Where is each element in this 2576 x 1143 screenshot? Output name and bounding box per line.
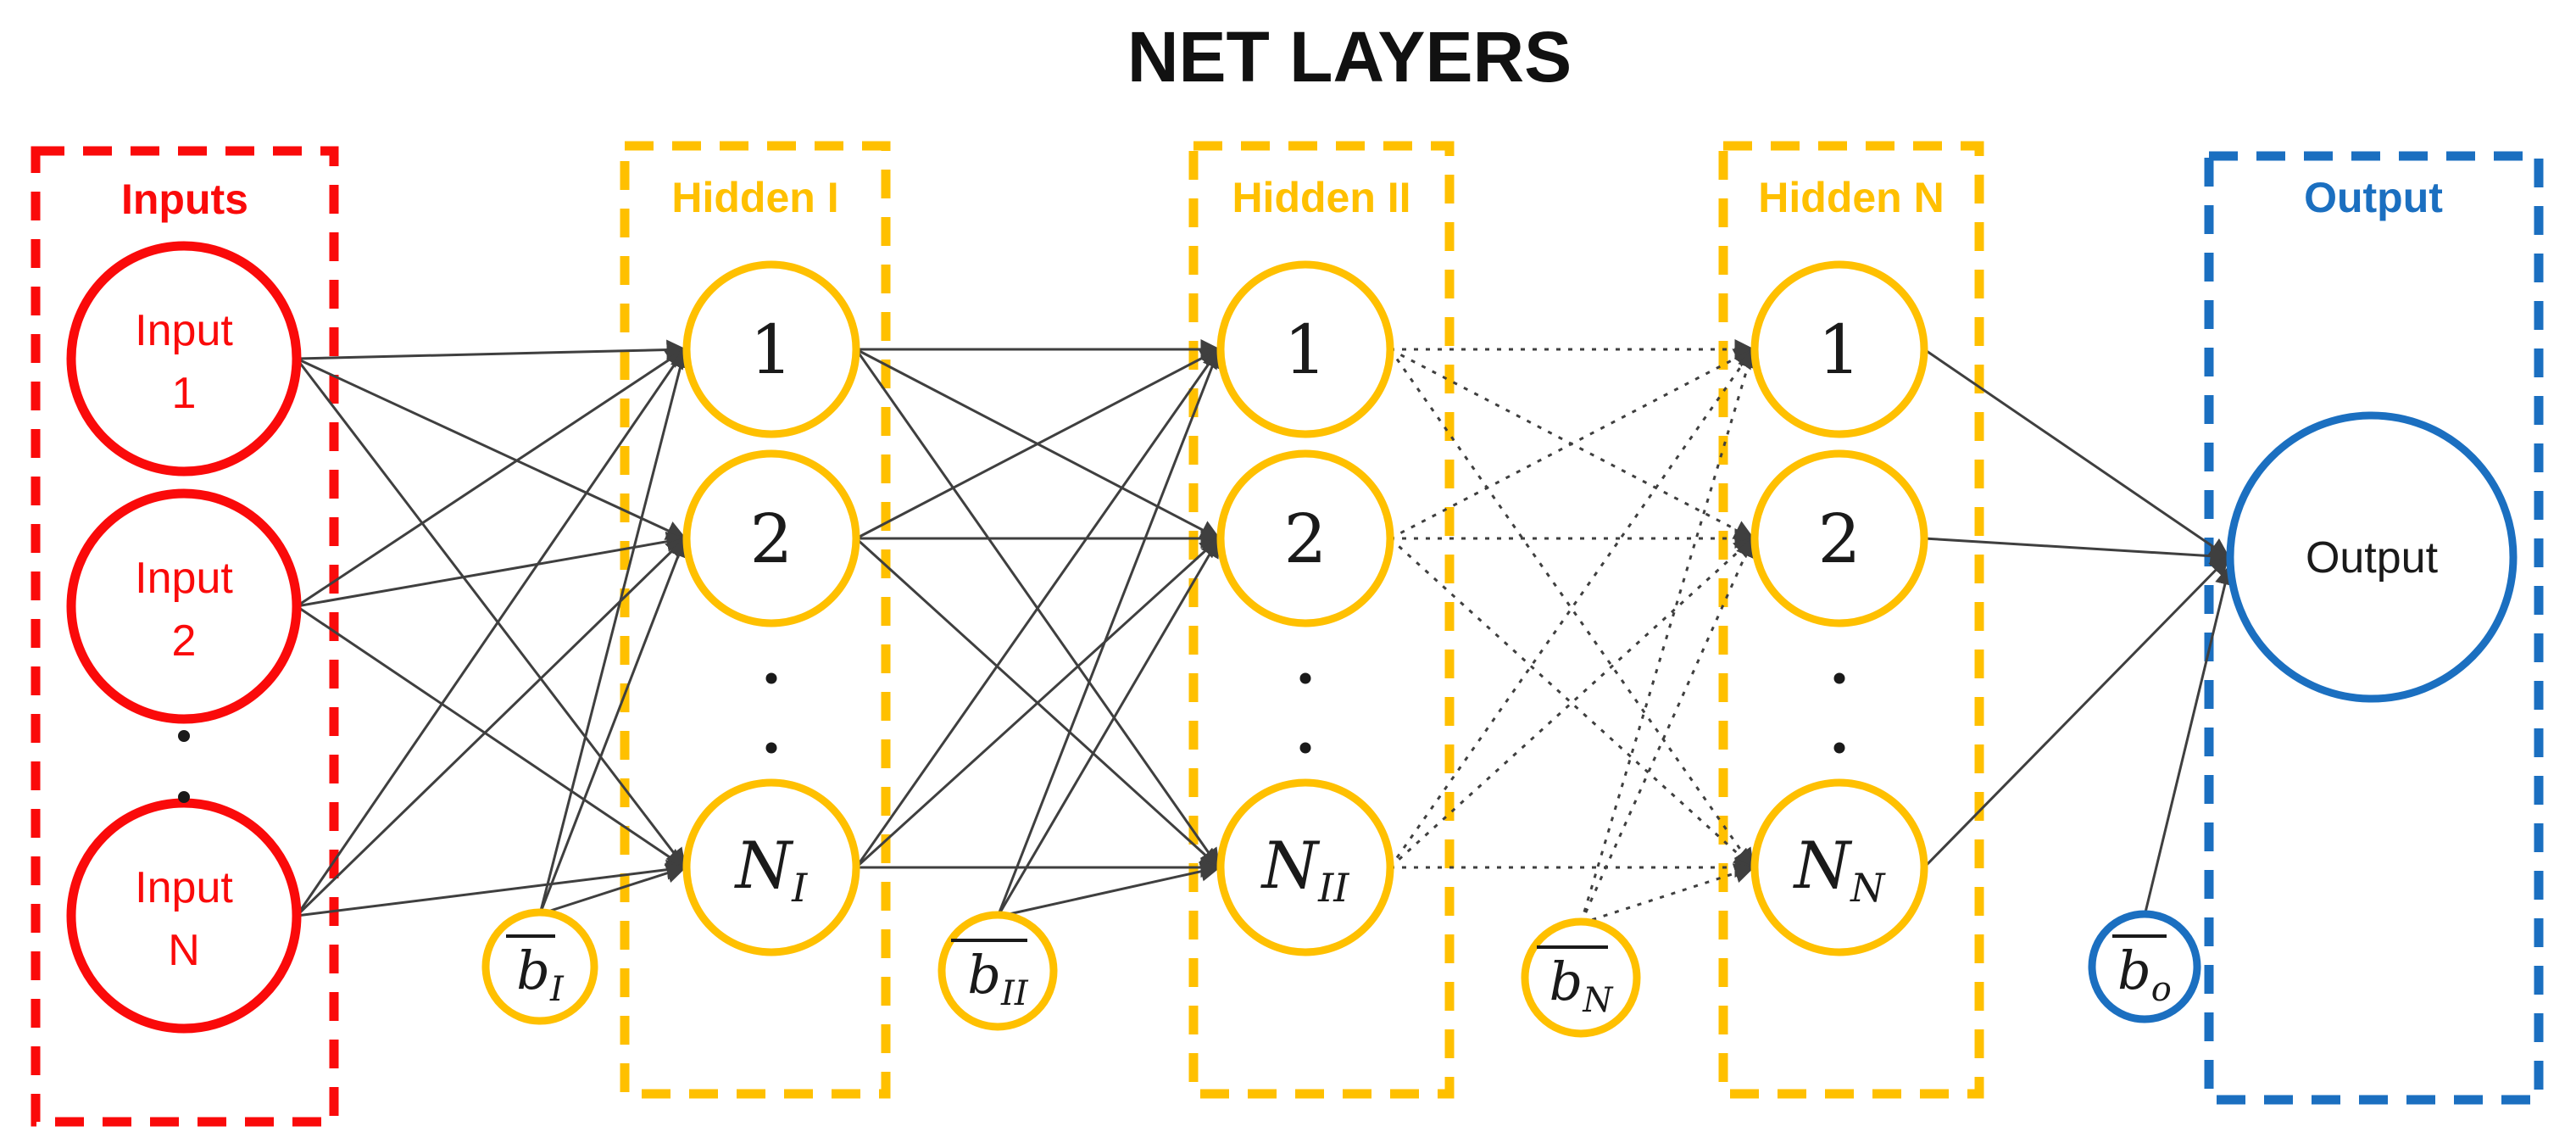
- hidden1-node-last-label: NI: [734, 828, 809, 911]
- output-bias-label: bo: [2117, 939, 2172, 1009]
- inputs-layer-box: [31, 146, 339, 1127]
- hiddenN-ellipsis-dot: [1833, 672, 1845, 684]
- connection-edge: [855, 348, 1221, 540]
- connection-edge: [538, 536, 688, 915]
- connection-edge: [997, 861, 1221, 918]
- hidden2-ellipsis-dot: [1299, 742, 1311, 754]
- hiddenN-node-last-label: NN: [1793, 828, 1887, 911]
- input-node-1: [66, 241, 302, 477]
- connection-edge: [1922, 555, 2230, 869]
- hidden2-layer-label: Hidden II: [1232, 174, 1410, 221]
- connection-edge: [2143, 564, 2235, 917]
- output-bias-node: [2088, 910, 2201, 1023]
- hiddenN-node-last: [1750, 778, 1928, 956]
- hiddenN-node-2: [1750, 449, 1928, 627]
- connection-edge: [1923, 537, 2231, 566]
- connection-edge: [854, 348, 1221, 868]
- output-node-label: Output: [2306, 533, 2439, 583]
- connection-edge: [1923, 348, 2230, 559]
- hidden2-node-2-label: 2: [1284, 499, 1327, 578]
- hiddenN-bias-node: [1521, 917, 1641, 1038]
- hidden1-ellipsis-dot: [765, 742, 777, 754]
- connection-edge: [539, 863, 687, 916]
- hiddenN-bias-label: bN: [1549, 951, 1615, 1020]
- hiddenN-ellipsis-dot: [1833, 742, 1845, 754]
- input-node-2: [66, 488, 302, 724]
- hidden1-layer-box: [620, 141, 891, 1099]
- input-node-1-label-line2: 1: [172, 369, 197, 418]
- inputs-ellipsis-dot: [178, 730, 190, 742]
- input-node-1-label-line1: Input: [135, 306, 233, 355]
- hidden1-node-last: [682, 778, 860, 956]
- hiddenN-node-1-label: 1: [1818, 310, 1861, 389]
- hidden1-node-2-label: 2: [750, 499, 793, 578]
- hidden2-node-1-label: 1: [1284, 310, 1327, 389]
- connection-edge: [296, 348, 687, 608]
- hiddenN-layer-label: Hidden N: [1758, 174, 1944, 221]
- hidden2-node-last: [1216, 778, 1394, 956]
- connection-edge: [296, 605, 687, 869]
- hidden1-node-1: [682, 260, 860, 438]
- connection-edge: [296, 859, 687, 917]
- hidden2-node-1: [1216, 260, 1394, 438]
- connection-edge: [538, 347, 691, 915]
- output-layer-box: [2204, 151, 2544, 1105]
- output-node: [2226, 411, 2518, 703]
- output-layer-label: Output: [2304, 174, 2443, 221]
- connection-edges: [295, 339, 2235, 925]
- dotted-connection-edge: [1389, 348, 1755, 540]
- inputs-ellipsis-dot: [178, 791, 190, 803]
- hidden2-layer-box: [1188, 141, 1455, 1099]
- connection-edge: [996, 536, 1221, 917]
- hiddenN-node-2-label: 2: [1818, 499, 1861, 578]
- hidden2-bias-label: bII: [967, 944, 1029, 1013]
- diagram-title: NET LAYERS: [1127, 17, 1572, 97]
- hidden1-bias-node: [481, 908, 598, 1025]
- hidden1-ellipsis-dot: [765, 672, 777, 684]
- connection-edge: [295, 358, 687, 869]
- connection-edge: [295, 348, 687, 917]
- hiddenN-layer-box: [1718, 141, 1984, 1099]
- input-node-N-label-line2: N: [168, 926, 200, 975]
- hidden1-layer-label: Hidden I: [671, 174, 838, 221]
- connection-edge: [296, 357, 687, 540]
- connection-edge: [296, 531, 687, 608]
- hidden2-ellipsis-dot: [1299, 672, 1311, 684]
- input-node-2-label-line2: 2: [172, 616, 197, 666]
- input-node-N: [66, 798, 302, 1034]
- inputs-layer-label: Inputs: [121, 176, 248, 223]
- connection-edge: [996, 347, 1222, 917]
- hidden2-node-2: [1216, 449, 1394, 627]
- hidden1-node-1-label: 1: [750, 310, 793, 389]
- hidden2-bias-node: [937, 911, 1058, 1031]
- connection-edge: [296, 339, 687, 360]
- hiddenN-node-1: [1750, 260, 1928, 438]
- input-node-N-label-line1: Input: [135, 863, 233, 912]
- dotted-connection-edge: [1579, 347, 1758, 924]
- input-node-2-label-line1: Input: [135, 554, 233, 603]
- hidden1-node-2: [682, 449, 860, 627]
- hidden2-node-last-label: NII: [1260, 828, 1350, 911]
- connection-edge: [854, 537, 1221, 869]
- hidden1-bias-label: bI: [516, 939, 565, 1009]
